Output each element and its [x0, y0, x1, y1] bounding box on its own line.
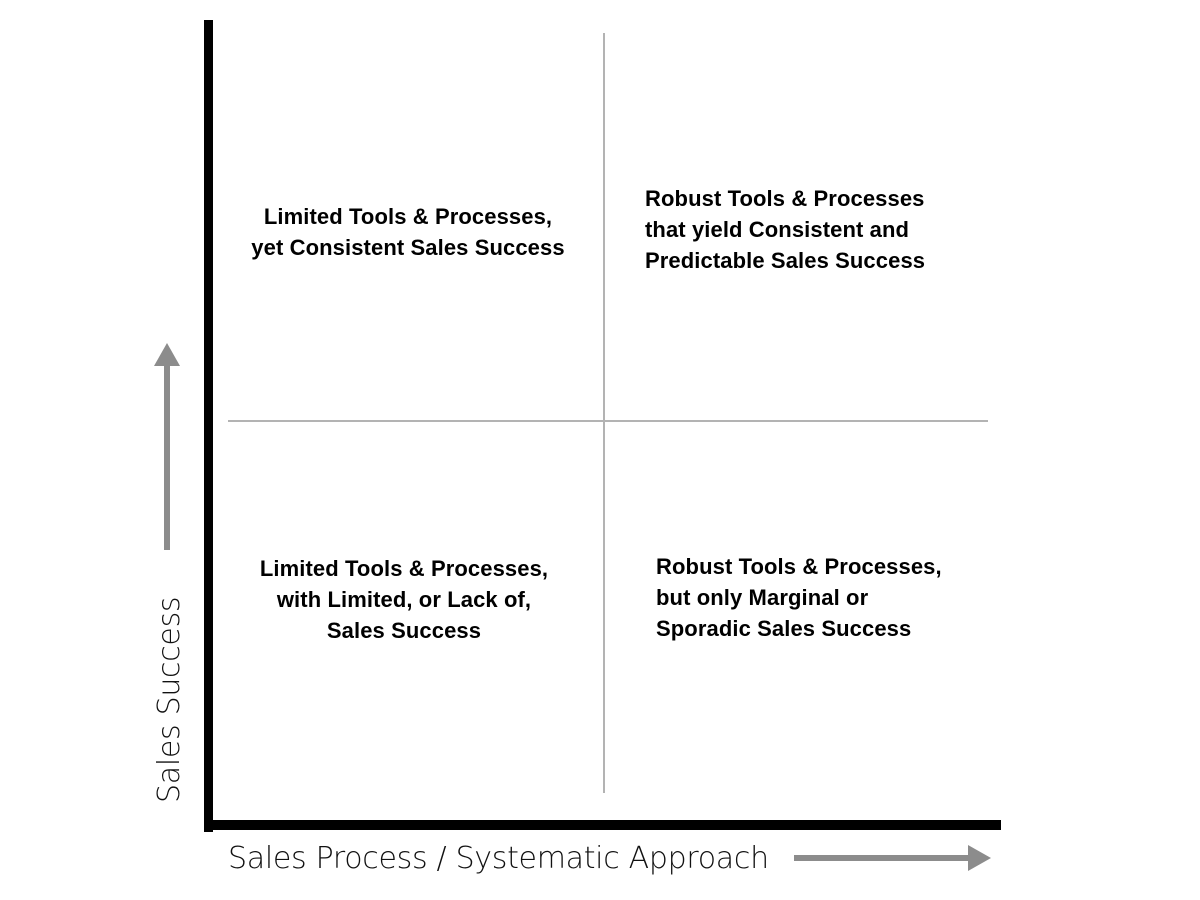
quadrant-bottom-right-label: Robust Tools & Processes, but only Margi… [656, 554, 942, 641]
vertical-divider [603, 33, 605, 793]
horizontal-divider [228, 420, 988, 422]
y-axis-line [204, 20, 213, 832]
arrow-up-icon [148, 338, 186, 554]
quadrant-bottom-left-label: Limited Tools & Processes, with Limited,… [259, 556, 549, 643]
arrow-right-icon [788, 840, 998, 876]
quadrant-top-right-label: Robust Tools & Processes that yield Cons… [645, 186, 926, 273]
y-axis-title: Sales Success [152, 596, 187, 803]
quadrant-top-left-label: Limited Tools & Processes, yet Consisten… [251, 204, 565, 260]
x-axis-title: Sales Process / Systematic Approach [228, 841, 769, 876]
x-axis-line [204, 820, 1001, 830]
